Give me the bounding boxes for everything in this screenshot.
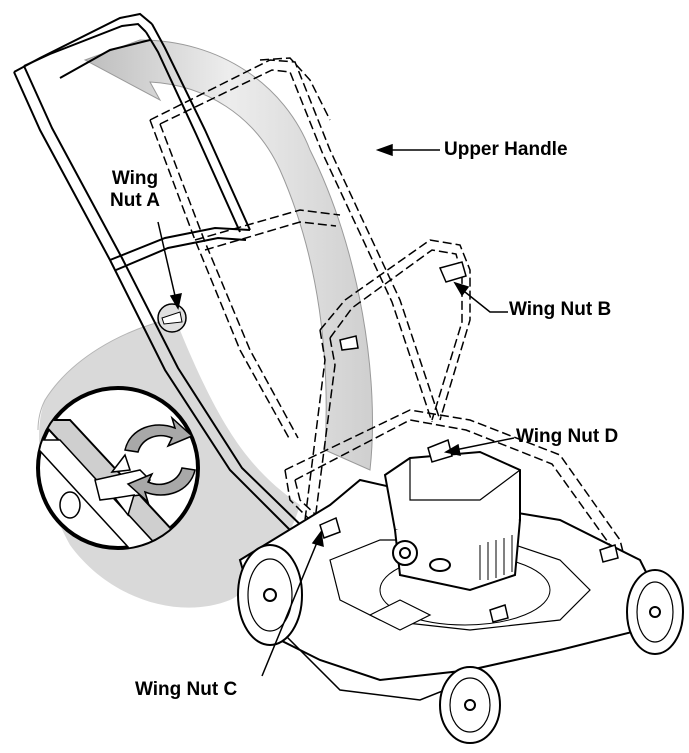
label-wing-nut-a-line1: Wing bbox=[111, 168, 159, 189]
rotate-arrows-icon bbox=[124, 415, 196, 505]
engine bbox=[383, 450, 521, 592]
label-wing-nut-b: Wing Nut B bbox=[509, 299, 612, 320]
lower-handle bbox=[13, 12, 313, 541]
wing-nut-markers bbox=[319, 261, 619, 623]
label-wing-nut-a: Wing Nut A bbox=[110, 168, 160, 212]
wheel-front-left bbox=[439, 666, 501, 744]
label-wing-nut-c: Wing Nut C bbox=[135, 679, 238, 700]
label-wing-nut-a-line2: Nut A bbox=[110, 190, 160, 211]
wheel-rear-right bbox=[626, 569, 684, 655]
wheel-rear-left bbox=[237, 544, 303, 646]
leader-lines bbox=[157, 143, 515, 677]
label-upper-handle: Upper Handle bbox=[444, 139, 568, 160]
label-wing-nut-d: Wing Nut D bbox=[516, 426, 619, 447]
fold-arrow-icon bbox=[83, 39, 373, 471]
